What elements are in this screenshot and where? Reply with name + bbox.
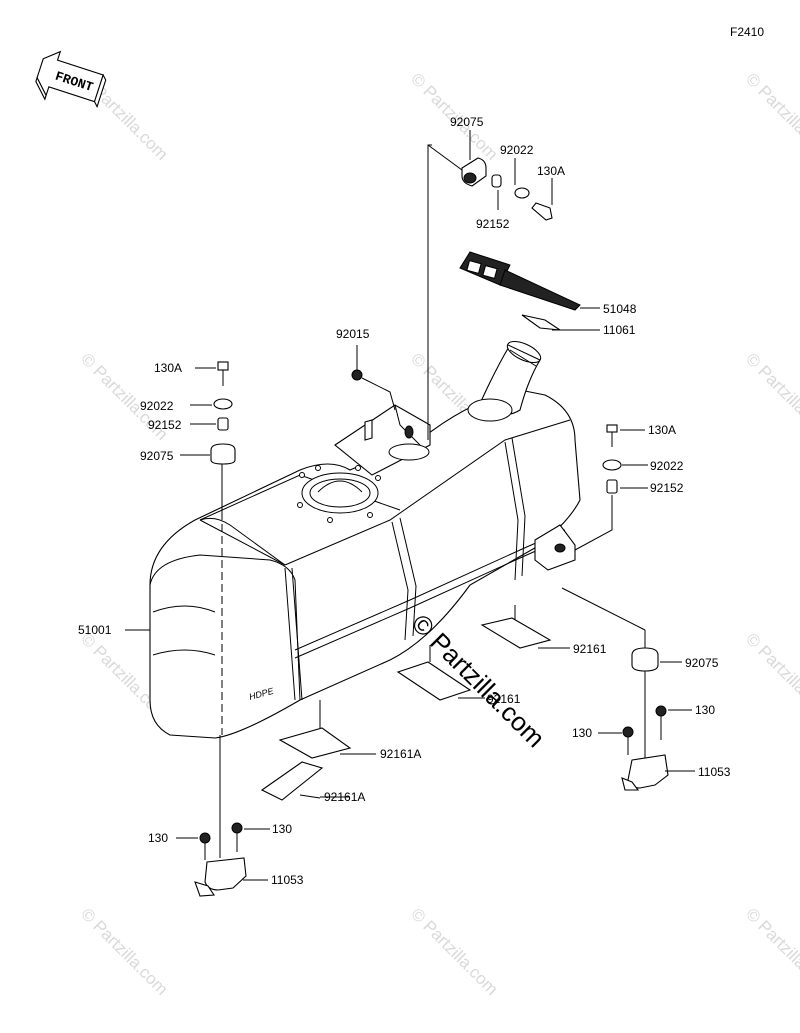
label-92075-right: 92075 [685, 656, 719, 670]
label-130-left-a: 130 [148, 831, 168, 845]
label-130A-right: 130A [648, 423, 676, 437]
watermark: © Partzilla.com [742, 904, 800, 998]
part-labels: 92075 92022 130A 92152 51048 11061 92015… [78, 115, 731, 887]
watermark: © Partzilla.com [77, 904, 171, 998]
left-mount-hardware [180, 345, 396, 520]
label-92161A-b: 92161A [324, 790, 365, 804]
right-lower-bracket [561, 587, 695, 791]
label-11053-right: 11053 [698, 765, 731, 779]
pad-92161A-b [260, 761, 324, 801]
pad-92161-mid [396, 661, 472, 701]
pad-92161-right [480, 617, 552, 649]
label-130-right-b: 130 [572, 726, 592, 740]
label-92152-right: 92152 [650, 481, 684, 495]
figure-code: F2410 [730, 25, 764, 39]
label-51001: 51001 [78, 623, 112, 637]
watermark: © Partzilla.com [742, 629, 800, 723]
label-130A-top: 130A [537, 164, 565, 178]
label-92075-left: 92075 [140, 449, 174, 463]
gasket [521, 314, 600, 331]
fuel-cap-panel [459, 251, 600, 311]
label-92152-left: 92152 [148, 418, 182, 432]
label-92022-right: 92022 [650, 459, 684, 473]
fuel-tank: HDPE [149, 340, 581, 739]
watermark: © Partzilla.com [742, 349, 800, 443]
label-11053-left: 11053 [271, 873, 304, 887]
label-92152-top: 92152 [476, 217, 510, 231]
label-130-left-b: 130 [272, 822, 292, 836]
watermark: © Partzilla.com [742, 69, 800, 163]
label-92161-mid: 92161 [487, 692, 521, 706]
label-130A-left: 130A [154, 361, 182, 375]
right-mount-hardware [574, 424, 648, 551]
watermark: © Partzilla.com [407, 904, 501, 998]
label-92161A-a: 92161A [380, 747, 421, 761]
mounting-holes [297, 465, 381, 523]
label-130-right-a: 130 [695, 703, 715, 717]
pads [260, 605, 570, 801]
left-lower-bracket [176, 735, 270, 897]
label-11061: 11061 [603, 323, 636, 337]
label-92075-top: 92075 [450, 115, 484, 129]
pad-92161A-a [278, 727, 352, 759]
label-92022-left: 92022 [140, 399, 174, 413]
label-92161-right: 92161 [573, 642, 607, 656]
top-mount-hardware [427, 130, 553, 440]
label-92022-top: 92022 [500, 143, 534, 157]
label-51048: 51048 [603, 302, 637, 316]
label-92015: 92015 [336, 327, 370, 341]
front-arrow-icon: FRONT [35, 50, 107, 109]
